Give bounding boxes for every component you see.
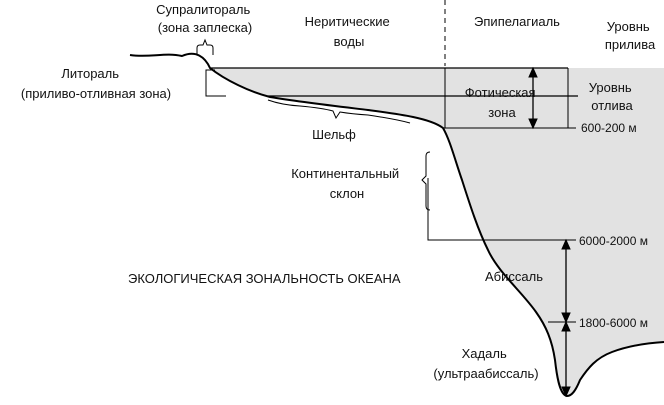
supralittoral-brace — [196, 38, 214, 55]
hadal-depth-arrow — [561, 320, 571, 398]
hadal-label: Хадаль (ультраабиссаль) — [433, 346, 538, 381]
slope-label: Континентальный склон — [291, 166, 403, 201]
abyssal-top-depth-label: 6000-2000 м — [579, 234, 648, 248]
littoral-label: Литораль (приливо-отливная зона) — [21, 66, 171, 101]
low-tide-label: Уровнь отлива — [589, 80, 636, 113]
supralittoral-label: Супралитораль (зона заплеска) — [156, 2, 254, 35]
abyssal-depth-arrow — [561, 238, 571, 324]
abyssal-label: Абиссаль — [485, 269, 543, 284]
shelf-brace — [267, 99, 411, 124]
slope-depth-line — [427, 178, 576, 241]
seafloor-profile — [129, 52, 664, 398]
high-tide-label: Уровнь прилива — [605, 19, 656, 52]
diagram-title: ЭКОЛОГИЧЕСКАЯ ЗОНАЛЬНОСТЬ ОКЕАНА — [128, 271, 401, 286]
shelf-edge-depth-label: 600-200 м — [581, 121, 637, 135]
hadal-top-depth-label: 1800-6000 м — [579, 316, 648, 330]
photic-depth-arrow — [528, 66, 538, 130]
ocean-water-area — [210, 68, 664, 396]
neritic-label: Неритические воды — [305, 14, 394, 49]
epipelagial-label: Эпипелагиаль — [474, 14, 560, 29]
slope-brace — [421, 151, 431, 211]
photic-zone-label: Фотическая зона — [465, 85, 539, 120]
littoral-bracket — [205, 69, 226, 97]
shelf-label: Шельф — [312, 127, 356, 142]
